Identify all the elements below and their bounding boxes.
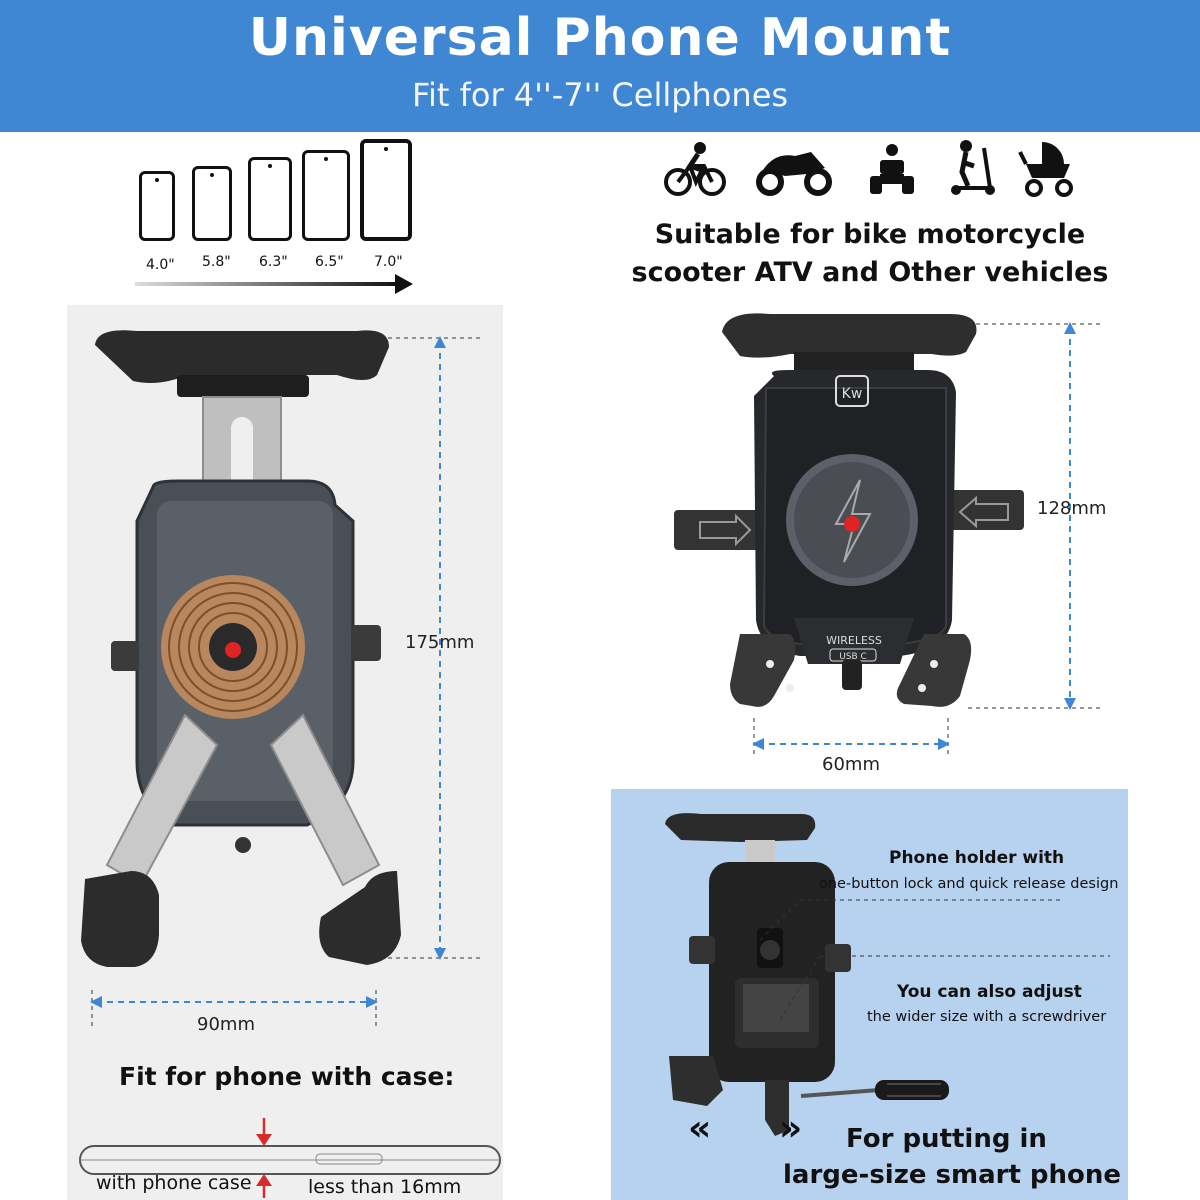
page-title: Universal Phone Mount (248, 8, 952, 68)
left-height-dimension (388, 336, 480, 960)
scooter-icon (951, 140, 995, 195)
header-banner: Universal Phone Mount Fit for 4''-7'' Ce… (0, 0, 1200, 132)
left-height-label: 175mm (405, 632, 475, 653)
motorcycle-icon (756, 152, 832, 196)
left-arrow-icon: « (688, 1108, 712, 1149)
suitable-text-line2: scooter ATV and Other vehicles (631, 257, 1109, 288)
note-phone-holder-title: Phone holder with (889, 848, 1065, 868)
case-section-title: Fit for phone with case: (119, 1062, 455, 1091)
right-mount-illustration: Kw WIRELESS USB C (674, 313, 1024, 707)
detail-panel (611, 789, 1128, 1200)
right-width-label: 60mm (822, 754, 880, 775)
note-adjust-title: You can also adjust (897, 982, 1082, 1002)
phone-size-6-5-icon (302, 150, 350, 241)
phone-size-label: 4.0" (146, 257, 175, 273)
right-height-dimension (968, 322, 1102, 710)
left-mount-illustration (81, 330, 401, 967)
phone-size-label: 7.0" (374, 254, 403, 270)
left-width-label: 90mm (197, 1014, 255, 1035)
phone-case-diagram (79, 1118, 501, 1198)
size-progression-arrow (135, 274, 413, 294)
phone-size-6-3-icon (248, 157, 292, 241)
phone-size-label: 6.5" (315, 254, 344, 270)
right-width-dimension (752, 718, 950, 758)
phone-size-label: 5.8" (202, 254, 231, 270)
detail-mount-illustration (665, 813, 949, 1136)
phone-size-label: 6.3" (259, 254, 288, 270)
note-large-phone-line2: large-size smart phone (783, 1160, 1122, 1190)
phone-size-7-0-icon (360, 139, 412, 241)
right-arrow-icon: » (779, 1108, 803, 1149)
note-large-phone-line1: For putting in (846, 1124, 1047, 1154)
stroller-icon (1018, 142, 1073, 197)
wireless-label: WIRELESS (826, 634, 882, 647)
atv-icon (870, 144, 914, 194)
note-phone-holder-text: one-button lock and quick release design (819, 876, 1119, 892)
brand-mark: Kw (842, 386, 863, 402)
with-phone-case-label: with phone case (96, 1172, 252, 1194)
bicycle-icon (664, 142, 726, 196)
note-adjust-text: the wider size with a screwdriver (867, 1009, 1107, 1025)
suitable-text-line1: Suitable for bike motorcycle (654, 219, 1086, 250)
usb-c-label: USB C (839, 652, 867, 662)
left-width-dimension (90, 990, 378, 1030)
phone-size-4-0-icon (139, 171, 175, 241)
page-subtitle: Fit for 4''-7'' Cellphones (411, 76, 789, 114)
less-than-label: less than 16mm (308, 1176, 462, 1198)
right-height-label: 128mm (1037, 498, 1107, 519)
detail-callout-lines (759, 899, 1110, 1021)
phone-size-5-8-icon (192, 166, 232, 241)
